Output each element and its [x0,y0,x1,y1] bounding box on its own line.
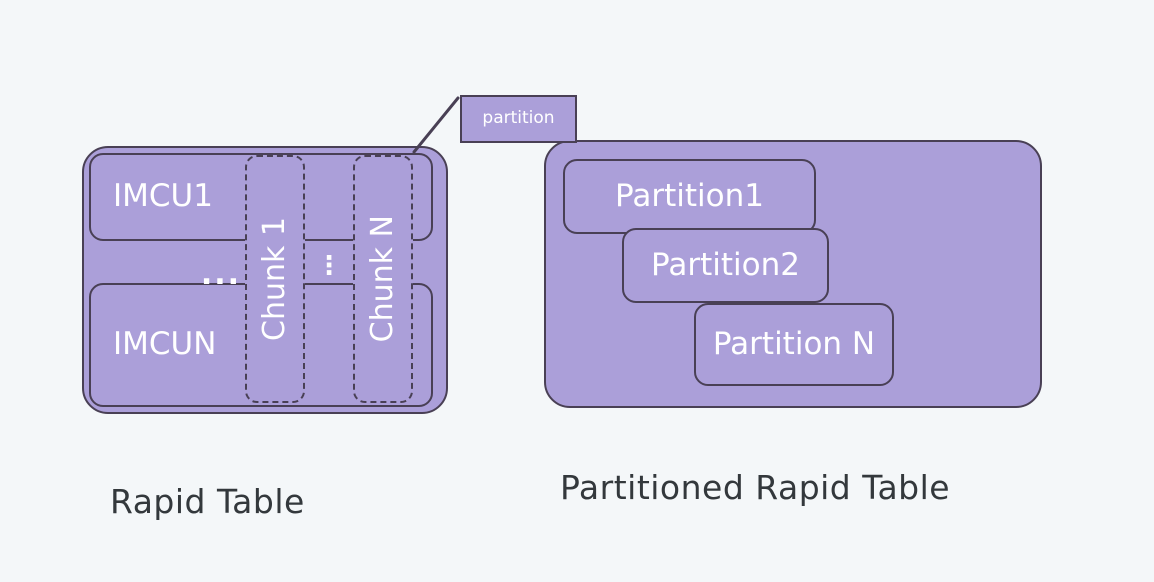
chunk-box-1: Chunk 1 [245,155,305,403]
chunk-ellipsis: ⋮ [316,251,342,281]
partition-box-n-label: Partition N [712,325,876,362]
chunk-box-n-label: Chunk N [364,215,400,343]
rapid-table-caption: Rapid Table [110,482,305,521]
partition-box-2-label: Partition2 [651,246,800,283]
imcu-ellipsis: ... [200,257,242,292]
partition-callout-label: partition [482,108,555,129]
chunk-box-1-label: Chunk 1 [256,217,292,341]
partitioned-rapid-table-caption: Partitioned Rapid Table [560,468,951,507]
imcu-box-1-label: IMCU1 [113,178,213,215]
partition-box-1-label: Partition1 [615,177,764,214]
partition-callout-label-box: partition [460,95,577,143]
partition-box-n: Partition N [694,303,894,386]
imcu-box-n-label: IMCUN [113,326,217,363]
chunk-box-n: Chunk N [353,155,413,403]
partition-box-2: Partition2 [622,228,829,303]
partition-box-1: Partition1 [563,159,816,234]
